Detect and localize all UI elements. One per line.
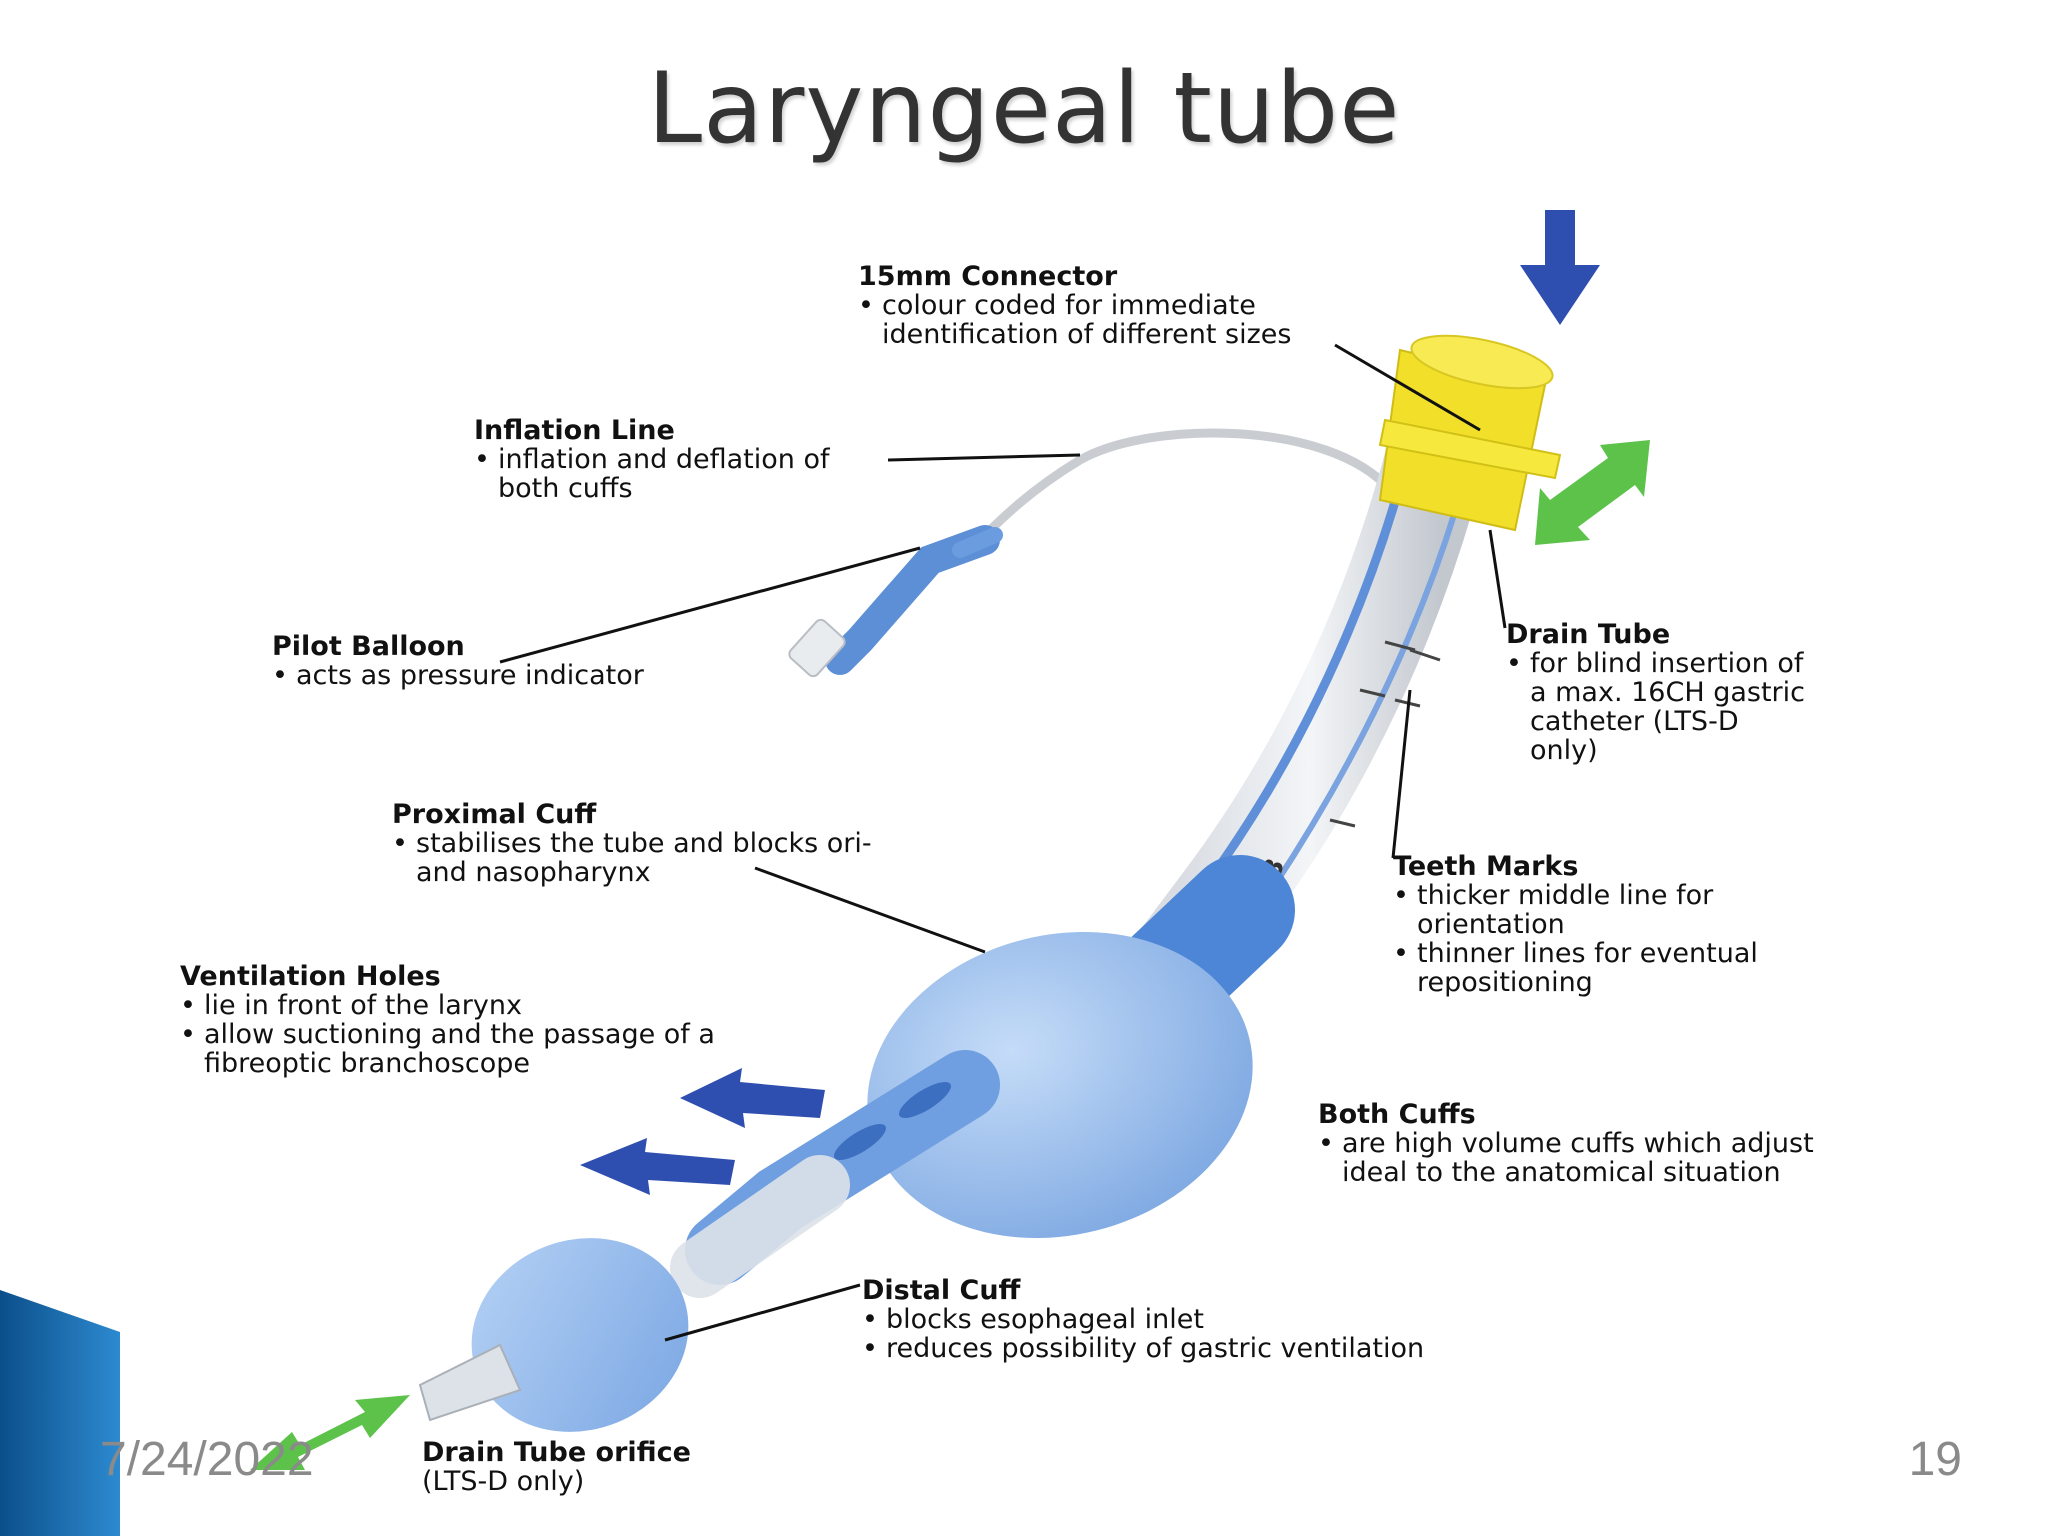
slide-title: Laryngeal tube [647,52,1401,166]
callout-both-cuffs-title: Both Cuffs [1318,1099,1476,1130]
callout-drain-tube: Drain Tube for blind insertion of a max.… [1506,620,1806,765]
callout-inflation-line: Inflation Line inflation and deflation o… [474,416,894,503]
callout-proximal-cuff-item-1: stabilises the tube and blocks ori- and … [392,829,892,887]
distal-cuff-shape [471,1238,689,1432]
callout-drain-orifice-subtitle: (LTS-D only) [422,1466,585,1497]
callout-teeth-marks-title: Teeth Marks [1393,851,1579,882]
callout-proximal-cuff-title: Proximal Cuff [392,799,597,830]
callout-ventilation-holes-title: Ventilation Holes [180,961,441,992]
callout-distal-cuff-item-2: reduces possibility of gastric ventilati… [862,1334,1502,1363]
callout-ventilation-holes-item-1: lie in front of the larynx [180,991,740,1020]
callout-both-cuffs-item-1: are high volume cuffs which adjust ideal… [1318,1129,1838,1187]
arrow-green-bottom [250,1395,410,1470]
callout-connector-title: 15mm Connector [858,261,1118,292]
distal-tip [418,1343,522,1422]
callout-pilot-balloon-title: Pilot Balloon [272,631,465,662]
slide-page-number: 19 [1908,1433,1962,1486]
callout-both-cuffs: Both Cuffs are high volume cuffs which a… [1318,1100,1838,1187]
pilot-balloon-shape [788,525,1003,678]
callout-pilot-balloon-item-1: acts as pressure indicator [272,661,742,690]
callout-drain-orifice-title: Drain Tube orifice [422,1437,691,1468]
callout-drain-tube-item-1: for blind insertion of a max. 16CH gastr… [1506,649,1806,765]
arrow-green-top [1535,440,1650,545]
callout-drain-orifice: Drain Tube orifice (LTS-D only) [422,1438,782,1496]
leader-teeth-marks [1391,689,1412,859]
callout-proximal-cuff: Proximal Cuff stabilises the tube and bl… [392,800,892,887]
transparent-tip [670,1155,850,1298]
callout-teeth-marks: Teeth Marks thicker middle line for orie… [1393,852,1823,997]
tube-blue-stripe [1191,438,1417,903]
callout-ventilation-holes: Ventilation Holes lie in front of the la… [180,962,740,1078]
leader-distal-cuff [664,1283,861,1342]
callout-teeth-marks-item-1: thicker middle line for orientation [1393,881,1823,939]
arrow-blue-1 [680,1068,825,1128]
callout-distal-cuff-title: Distal Cuff [862,1275,1021,1306]
tube-blue-stripe-2 [1255,459,1473,912]
callout-teeth-marks-item-2: thinner lines for eventual repositioning [1393,939,1823,997]
callout-inflation-line-title: Inflation Line [474,415,675,446]
callout-inflation-line-item-1: inflation and deflation of both cuffs [474,445,894,503]
inflation-line-tube [970,428,1395,550]
callout-distal-cuff-item-1: blocks esophageal inlet [862,1305,1502,1334]
ventilation-arrows [580,210,1600,1195]
callout-connector: 15mm Connector colour coded for immediat… [858,262,1358,349]
arrow-blue-2 [580,1138,735,1195]
leader-connector [1334,343,1481,432]
ventilation-holes-shape [834,1081,951,1161]
callout-distal-cuff: Distal Cuff blocks esophageal inlet redu… [862,1276,1502,1363]
callout-ventilation-holes-item-2: allow suctioning and the passage of a fi… [180,1020,740,1078]
leader-pilot-balloon [499,546,921,664]
callout-pilot-balloon: Pilot Balloon acts as pressure indicator [272,632,742,690]
insertion-arrows [250,440,1650,1470]
callout-drain-tube-title: Drain Tube [1506,619,1671,650]
leader-drain-tube [1488,529,1507,629]
arrow-blue-top [1520,210,1600,325]
callout-connector-item-1: colour coded for immediate identificatio… [858,291,1358,349]
leader-inflation-line [887,453,1081,462]
slide-date: 7/24/2022 [100,1433,314,1486]
proximal-cuff-shape [867,932,1253,1238]
connector-shape [1378,334,1562,532]
corner-blue-shape [0,1290,120,1536]
